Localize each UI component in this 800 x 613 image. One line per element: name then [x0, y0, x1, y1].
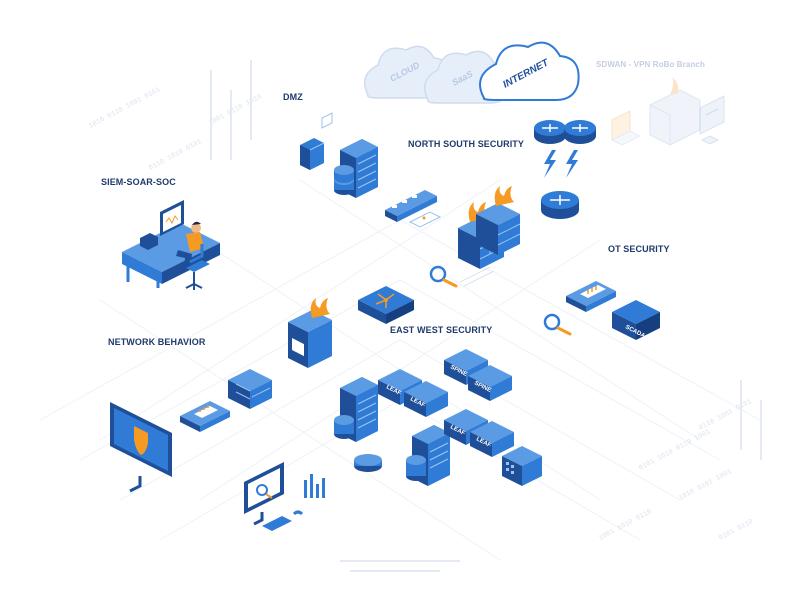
firewall-icon — [476, 186, 521, 255]
server-stack-icon — [228, 369, 272, 409]
dmz-server-icon — [300, 138, 325, 170]
spine-switch-icon: SPINE — [468, 365, 512, 401]
north-south-security-label: NORTH SOUTH SECURITY — [408, 139, 525, 149]
switch-rack-icon — [385, 190, 437, 222]
siem-soar-soc-label: SIEM-SOAR-SOC — [101, 177, 176, 187]
shield-monitor-icon — [110, 402, 172, 493]
svg-text:1010 0101 1001: 1010 0101 1001 — [678, 468, 734, 503]
network-sensor-icon — [180, 401, 230, 432]
leaf-switch-icon: LEAF — [404, 381, 448, 417]
svg-text:1001 0110 1010: 1001 0110 1010 — [208, 93, 264, 128]
scada-device-icon: SCADA — [612, 300, 660, 340]
document-icon — [321, 112, 333, 129]
small-switch-icon — [408, 211, 442, 228]
ew-firewall-icon — [288, 298, 332, 368]
ot-device-icon — [566, 281, 616, 312]
east-west-security-label: EAST WEST SECURITY — [390, 325, 493, 335]
magnifier-icon — [543, 313, 572, 336]
database-icon — [334, 165, 354, 195]
dmz-label: DMZ — [283, 92, 303, 102]
svg-text:1001 1010 0110: 1001 1010 0110 — [598, 508, 654, 543]
bar-graphic-icon — [304, 474, 325, 498]
router-icon — [564, 120, 596, 144]
sdwan-firewall-icon — [649, 77, 701, 146]
analytics-monitor-icon — [244, 462, 304, 531]
database-icon — [334, 415, 354, 439]
leaf-switch-icon: LEAF — [470, 421, 514, 457]
svg-text:0110 1001 0101: 0110 1001 0101 — [698, 398, 754, 433]
core-switch-icon — [358, 286, 414, 324]
sdwan-label: SDWAN - VPN RoBo Branch — [596, 60, 705, 69]
internet-cloud-icon: INTERNET — [479, 41, 580, 101]
svg-text:0110 1010 0101: 0110 1010 0101 — [148, 138, 204, 173]
svg-text:1010 0110 1001 0101: 1010 0110 1001 0101 — [88, 86, 162, 131]
router-icon — [534, 120, 566, 144]
svg-text:0101 0110: 0101 0110 — [718, 518, 755, 543]
soc-workstation-icon — [122, 200, 220, 290]
network-behavior-label: NETWORK BEHAVIOR — [108, 337, 206, 347]
magnifier-icon — [429, 265, 495, 288]
database-icon — [406, 455, 426, 481]
router-icon — [541, 191, 579, 219]
sdwan-laptop-icon — [610, 110, 642, 146]
lightning-icon — [544, 150, 578, 178]
dotted-columns — [210, 60, 762, 572]
ot-security-label: OT SECURITY — [608, 244, 670, 254]
storage-array-icon — [502, 446, 542, 486]
sdwan-monitor-icon — [699, 95, 725, 145]
disk-icon — [354, 454, 382, 472]
